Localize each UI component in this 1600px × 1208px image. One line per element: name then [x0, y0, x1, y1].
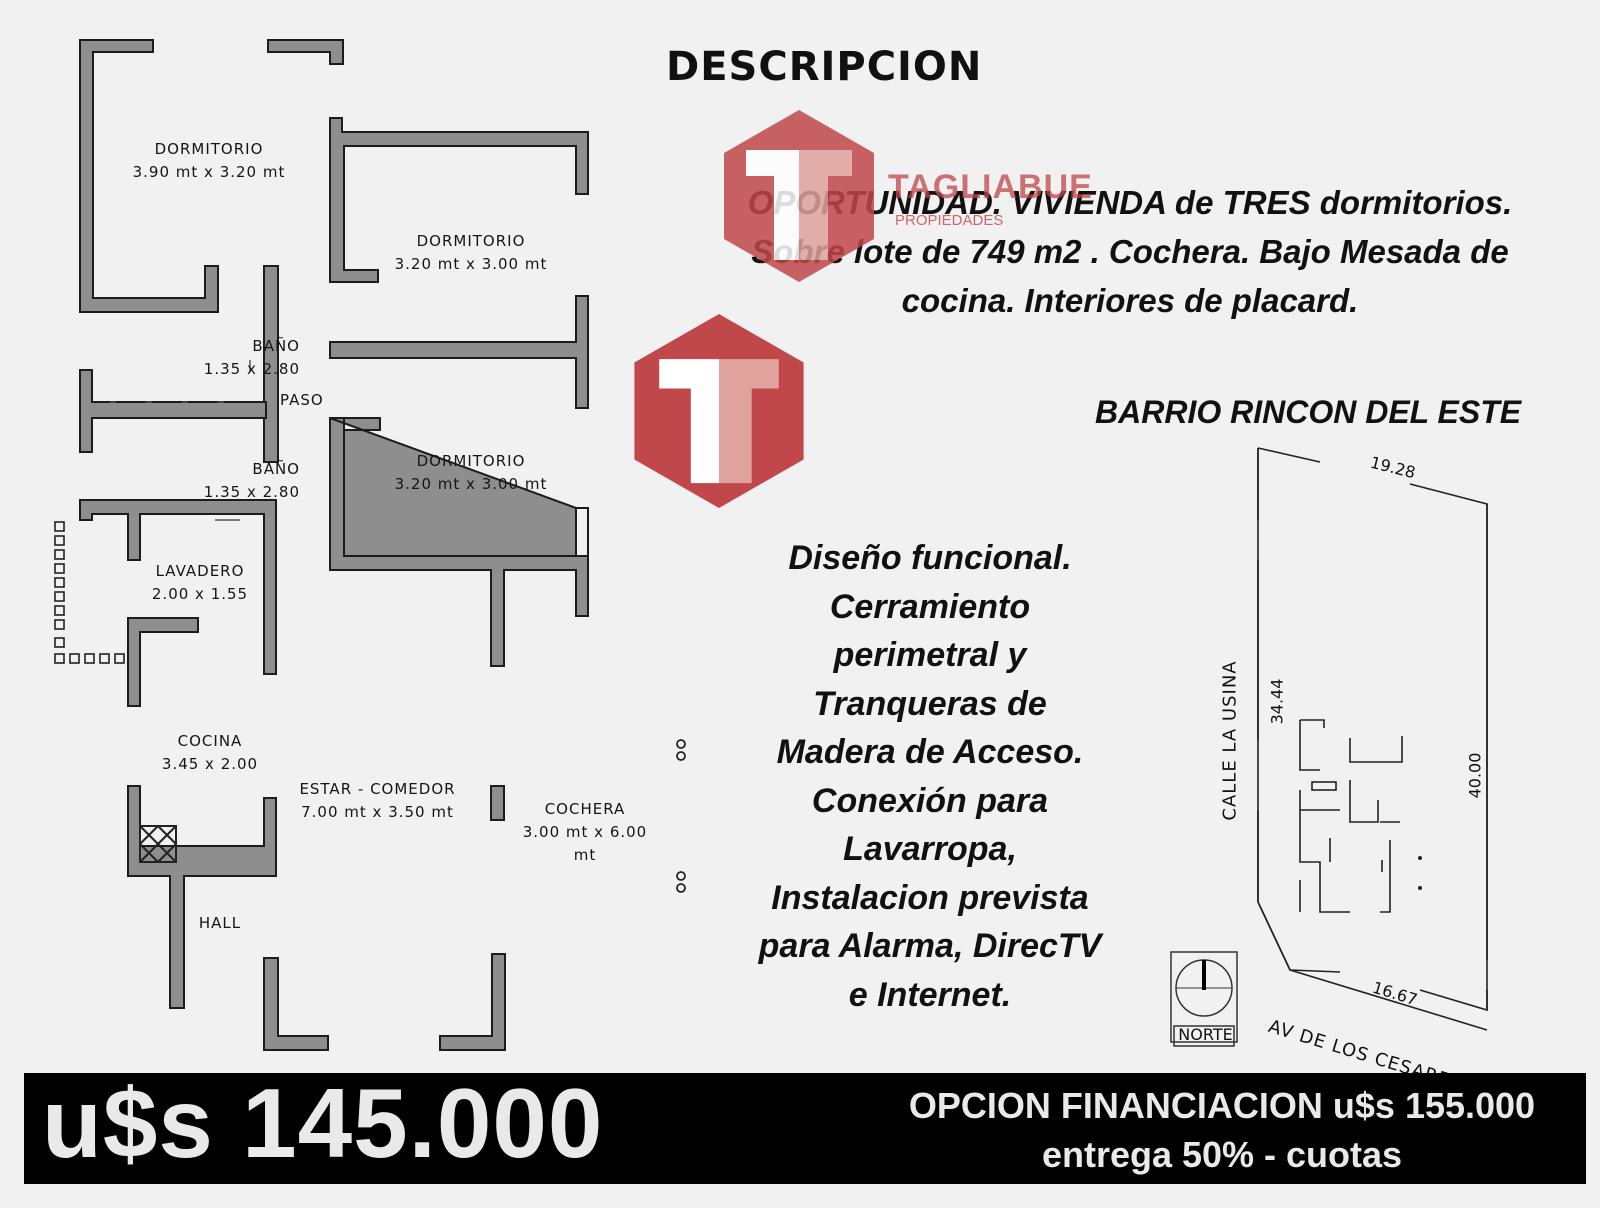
- room-bano-1: BAÑO 1.35 x 2.80: [160, 335, 300, 381]
- feature-line: e Internet.: [848, 975, 1012, 1014]
- fence-posts: [54, 521, 125, 664]
- description-line: OPORTUNIDAD. VIVIENDA de TRES dormitorio…: [747, 184, 1513, 221]
- room-size: 3.00 mt x 6.00 mt: [522, 823, 648, 864]
- room-name: HALL: [198, 914, 242, 932]
- room-name: BAÑO: [252, 337, 300, 355]
- room-size: 2.00 x 1.55: [151, 585, 249, 603]
- lot-diagram: [1257, 447, 1488, 1031]
- room-size: 3.45 x 2.00: [161, 755, 259, 773]
- room-cochera: COCHERA 3.00 mt x 6.00 mt: [510, 798, 660, 867]
- room-size: 1.35 x 2.80: [203, 483, 300, 501]
- financing-option: OPCION FINANCIACION u$s 155.000: [908, 1085, 1536, 1126]
- room-name: DORMITORIO: [154, 140, 264, 158]
- room-size: 3.90 mt x 3.20 mt: [132, 163, 286, 181]
- room-size: 3.20 mt x 3.00 mt: [394, 475, 548, 493]
- financing-terms: entrega 50% - cuotas: [1041, 1134, 1403, 1175]
- room-name: COCHERA: [544, 800, 626, 818]
- feature-line: Lavarropa,: [843, 830, 1017, 868]
- room-hall: HALL: [185, 912, 255, 935]
- room-name: ESTAR - COMEDOR: [299, 780, 456, 798]
- room-bano-2: BAÑO 1.35 x 2.80: [160, 458, 300, 504]
- feature-line: Instalacion prevista: [771, 878, 1089, 917]
- tt-logo-icon: [724, 110, 874, 282]
- price-bar: u$s 145.000 OPCION FINANCIACION u$s 155.…: [24, 1068, 1586, 1184]
- room-cocina: COCINA 3.45 x 2.00: [145, 730, 275, 776]
- room-size: 7.00 mt x 3.50 mt: [301, 803, 454, 821]
- financing-info: OPCION FINANCIACION u$s 155.000 entrega …: [872, 1081, 1572, 1179]
- lot-dots: [1418, 856, 1422, 890]
- lot-left-length: 34.44: [1267, 678, 1287, 725]
- room-name: COCINA: [177, 732, 243, 750]
- feature-line: Cerramiento: [829, 587, 1031, 626]
- room-name: LAVADERO: [155, 562, 245, 580]
- room-name: PASO: [280, 391, 324, 409]
- north-label: NORTE: [1178, 1025, 1233, 1044]
- watermark-brand: TAGLIABUE: [888, 168, 1093, 206]
- room-size: 3.20 mt x 3.00 mt: [394, 255, 548, 273]
- feature-line: perimetral y: [833, 636, 1027, 674]
- watermark-sub: PROPIEDADES: [895, 212, 1004, 229]
- north-compass-icon: [1170, 951, 1238, 1047]
- company-logo: [634, 314, 804, 513]
- room-estar-comedor: ESTAR - COMEDOR 7.00 mt x 3.50 mt: [285, 778, 470, 824]
- description-text: OPORTUNIDAD. VIVIENDA de TRES dormitorio…: [690, 178, 1570, 325]
- feature-line: Madera de Acceso.: [776, 733, 1084, 771]
- room-paso: PASO: [280, 389, 350, 412]
- feature-line: Diseño funcional.: [788, 539, 1072, 577]
- room-dormitorio-3: DORMITORIO 3.20 mt x 3.00 mt: [387, 450, 555, 496]
- bathroom-fixtures: [110, 360, 251, 521]
- description-line: Sobre lote de 749 m2 . Cochera. Bajo Mes…: [751, 233, 1509, 270]
- floor-plan-walls: [79, 39, 589, 1051]
- room-size: 1.35 x 2.80: [203, 360, 300, 378]
- room-name: DORMITORIO: [416, 232, 526, 250]
- features-text: Diseño funcional. Cerramiento perimetral…: [730, 534, 1130, 1019]
- price: u$s 145.000: [42, 1068, 604, 1178]
- kitchen-counter: [139, 825, 177, 863]
- feature-line: para Alarma, DirecTV: [758, 927, 1102, 965]
- feature-line: Conexión para: [811, 781, 1049, 820]
- room-dormitorio-2: DORMITORIO 3.20 mt x 3.00 mt: [387, 230, 555, 276]
- room-name: BAÑO: [252, 460, 300, 478]
- tt-logo-icon: [634, 314, 804, 508]
- room-dormitorio-1: DORMITORIO 3.90 mt x 3.20 mt: [125, 138, 293, 184]
- watermark-logo: [724, 110, 874, 287]
- lot-right-length: 40.00: [1465, 752, 1485, 799]
- feature-line: Tranqueras de: [813, 684, 1047, 723]
- page-title: DESCRIPCION: [666, 44, 983, 90]
- gate-posts: [676, 739, 686, 893]
- room-name: DORMITORIO: [416, 452, 526, 470]
- neighborhood-title: BARRIO RINCON DEL ESTE: [1095, 394, 1522, 430]
- room-lavadero: LAVADERO 2.00 x 1.55: [135, 560, 265, 606]
- street-left-label: CALLE LA USINA: [1219, 660, 1241, 821]
- description-line: cocina. Interiores de placard.: [901, 282, 1359, 319]
